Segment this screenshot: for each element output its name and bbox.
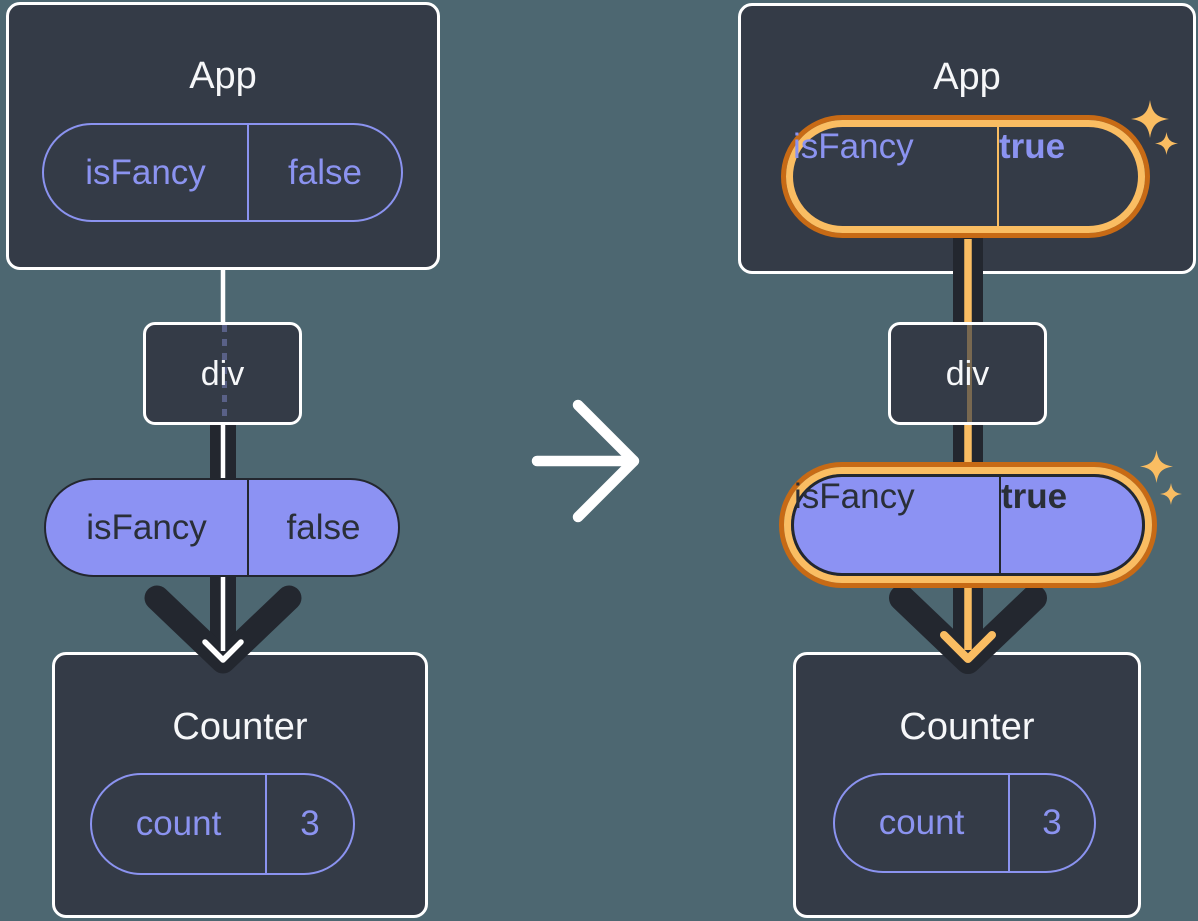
prop-pill: isFancy true	[791, 474, 1145, 576]
prop-pill: isFancy false	[44, 478, 400, 577]
highlight-ring: isFancy true	[786, 120, 1145, 233]
state-pill-name: count	[92, 775, 267, 873]
state-pill-app: isFancy false	[42, 123, 403, 222]
state-pill-value: false	[288, 152, 362, 192]
prop-pill-value: true	[1001, 477, 1068, 516]
div-node: div	[888, 322, 1047, 425]
sparkle-icon	[1160, 483, 1182, 505]
state-pill-name: isFancy	[44, 125, 249, 220]
div-node-title: div	[200, 355, 245, 393]
state-pill-value: 3	[1042, 803, 1062, 842]
highlight-ring: isFancy true	[784, 467, 1152, 583]
state-pill-counter: count 3	[90, 773, 355, 875]
state-pill-app-highlighted: isFancy true	[781, 115, 1150, 238]
div-node-title: div	[945, 355, 990, 393]
prop-pill-name: isFancy	[794, 477, 1001, 573]
state-pill-name: count	[835, 775, 1010, 871]
app-node-title: App	[933, 56, 1001, 98]
app-node-title: App	[189, 55, 257, 97]
state-pill: isFancy true	[793, 127, 1138, 226]
state-pill-name: isFancy	[793, 127, 999, 226]
prop-pill-name: isFancy	[46, 480, 249, 575]
state-pill-counter: count 3	[833, 773, 1096, 873]
prop-pill-value: false	[286, 507, 361, 547]
prop-pill-highlighted: isFancy true	[779, 462, 1157, 588]
state-pill-value: true	[999, 127, 1066, 166]
sparkle-icon	[1131, 100, 1169, 138]
div-node: div	[143, 322, 302, 425]
sparkle-icon	[1140, 450, 1173, 483]
counter-node-title: Counter	[172, 706, 308, 748]
state-pill-value: 3	[300, 804, 320, 843]
sparkle-icon	[1155, 132, 1178, 155]
right-arrow-icon	[531, 399, 640, 523]
counter-node-title: Counter	[899, 706, 1035, 748]
